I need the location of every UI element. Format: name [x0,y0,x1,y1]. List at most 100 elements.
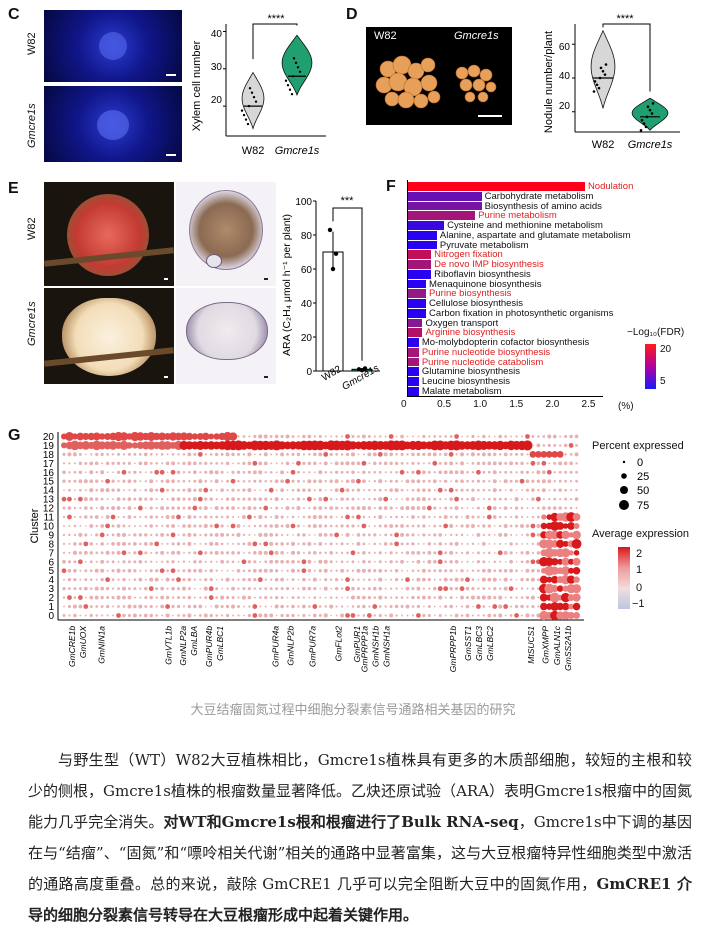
expression-dot [433,586,437,591]
expression-dot [313,435,316,438]
expression-dot [87,432,95,441]
expression-dot [275,462,278,465]
expression-dot [368,516,371,518]
nodule-photo-label-w82: W82 [374,30,397,42]
expression-dot [126,442,133,449]
size-legend: 0 25 50 75 [619,457,649,512]
expression-dot [329,604,334,609]
expression-dot [209,533,213,537]
expression-dot [232,542,234,545]
expression-dot [384,516,387,518]
expression-dot [362,604,366,609]
expression-dot [492,515,497,519]
expression-dot [165,613,170,618]
expression-dot [486,505,492,511]
expression-dot [335,542,338,545]
expression-dot [302,596,305,599]
expression-dot [144,605,148,608]
expression-dot [568,603,574,610]
expression-dot [412,435,414,438]
panel-c-ylabel: Xylem cell number [191,40,203,131]
expression-dot [67,604,72,609]
data-point [648,108,652,112]
expression-dot [263,568,268,573]
expression-dot [550,530,560,540]
expression-dot [384,471,387,474]
expression-dot [242,497,246,501]
expression-dot [312,613,317,618]
expression-dot [170,568,176,574]
expression-dot [384,614,387,617]
expression-dot [137,505,143,511]
expression-dot [302,604,306,609]
expression-dot [108,440,118,450]
expression-dot [520,587,524,590]
expression-dot [121,586,126,591]
expression-dot [384,480,387,483]
expression-dot [537,435,540,438]
expression-dot [514,497,519,502]
expression-dot [177,453,180,456]
expression-dot [568,532,574,538]
expression-dot [203,506,208,511]
gene-label: GmFLot2 [334,626,344,662]
expression-dot [487,577,492,582]
expression-dot [226,489,229,492]
expression-dot [89,488,94,493]
expression-dot [193,461,197,466]
expression-dot [368,543,371,545]
expression-dot [204,497,208,501]
paragraph-part-1: 与野生型（WT）W82大豆植株相比，Gmcre1s植株具有更多的木质部细胞，较短… [28,751,692,831]
expression-dot [73,613,77,618]
expression-dot [537,587,540,590]
kegg-x-tick: 1.5 [509,399,524,410]
expression-dot [416,524,420,528]
expression-dot [198,614,202,617]
data-point [650,112,654,115]
expression-dot [264,488,267,492]
expression-dot [411,560,415,563]
expression-dot [340,587,344,590]
cluster-label: 13 [43,495,55,506]
expression-dot [318,524,322,528]
expression-dot [281,498,284,501]
expression-dot [193,596,196,599]
expression-dot [297,596,300,599]
expression-dot [417,533,420,536]
expression-dot [253,560,257,564]
expression-dot [550,566,559,575]
expression-dot [68,587,71,591]
expression-dot [296,524,300,528]
expression-dot [544,547,555,558]
expression-dot [274,604,279,609]
expression-dot [269,541,274,546]
gene-label: GmVTL1b [163,626,173,665]
expression-dot [509,452,513,456]
expression-dot [389,461,393,466]
expression-dot [563,461,568,466]
expression-dot [73,498,76,501]
expression-dot [476,479,480,483]
expression-dot [231,497,235,502]
expression-dot [123,489,125,492]
expression-dot [329,551,333,555]
data-point [603,73,607,76]
expression-dot [433,542,436,546]
expression-dot [84,533,88,537]
expression-dot [177,596,180,600]
expression-dot [89,595,94,600]
expression-dot [144,497,148,501]
expression-dot [346,596,349,599]
expression-dot [73,524,77,528]
expression-dot [209,470,214,475]
expression-dot [444,506,448,510]
expression-dot [525,613,530,618]
expression-dot [427,542,432,546]
expression-dot [319,605,322,608]
expression-dot [378,595,383,600]
expression-dot [318,452,323,457]
expression-dot [84,506,88,510]
expression-dot [61,442,67,449]
expression-dot [237,560,240,563]
data-point [292,57,296,60]
